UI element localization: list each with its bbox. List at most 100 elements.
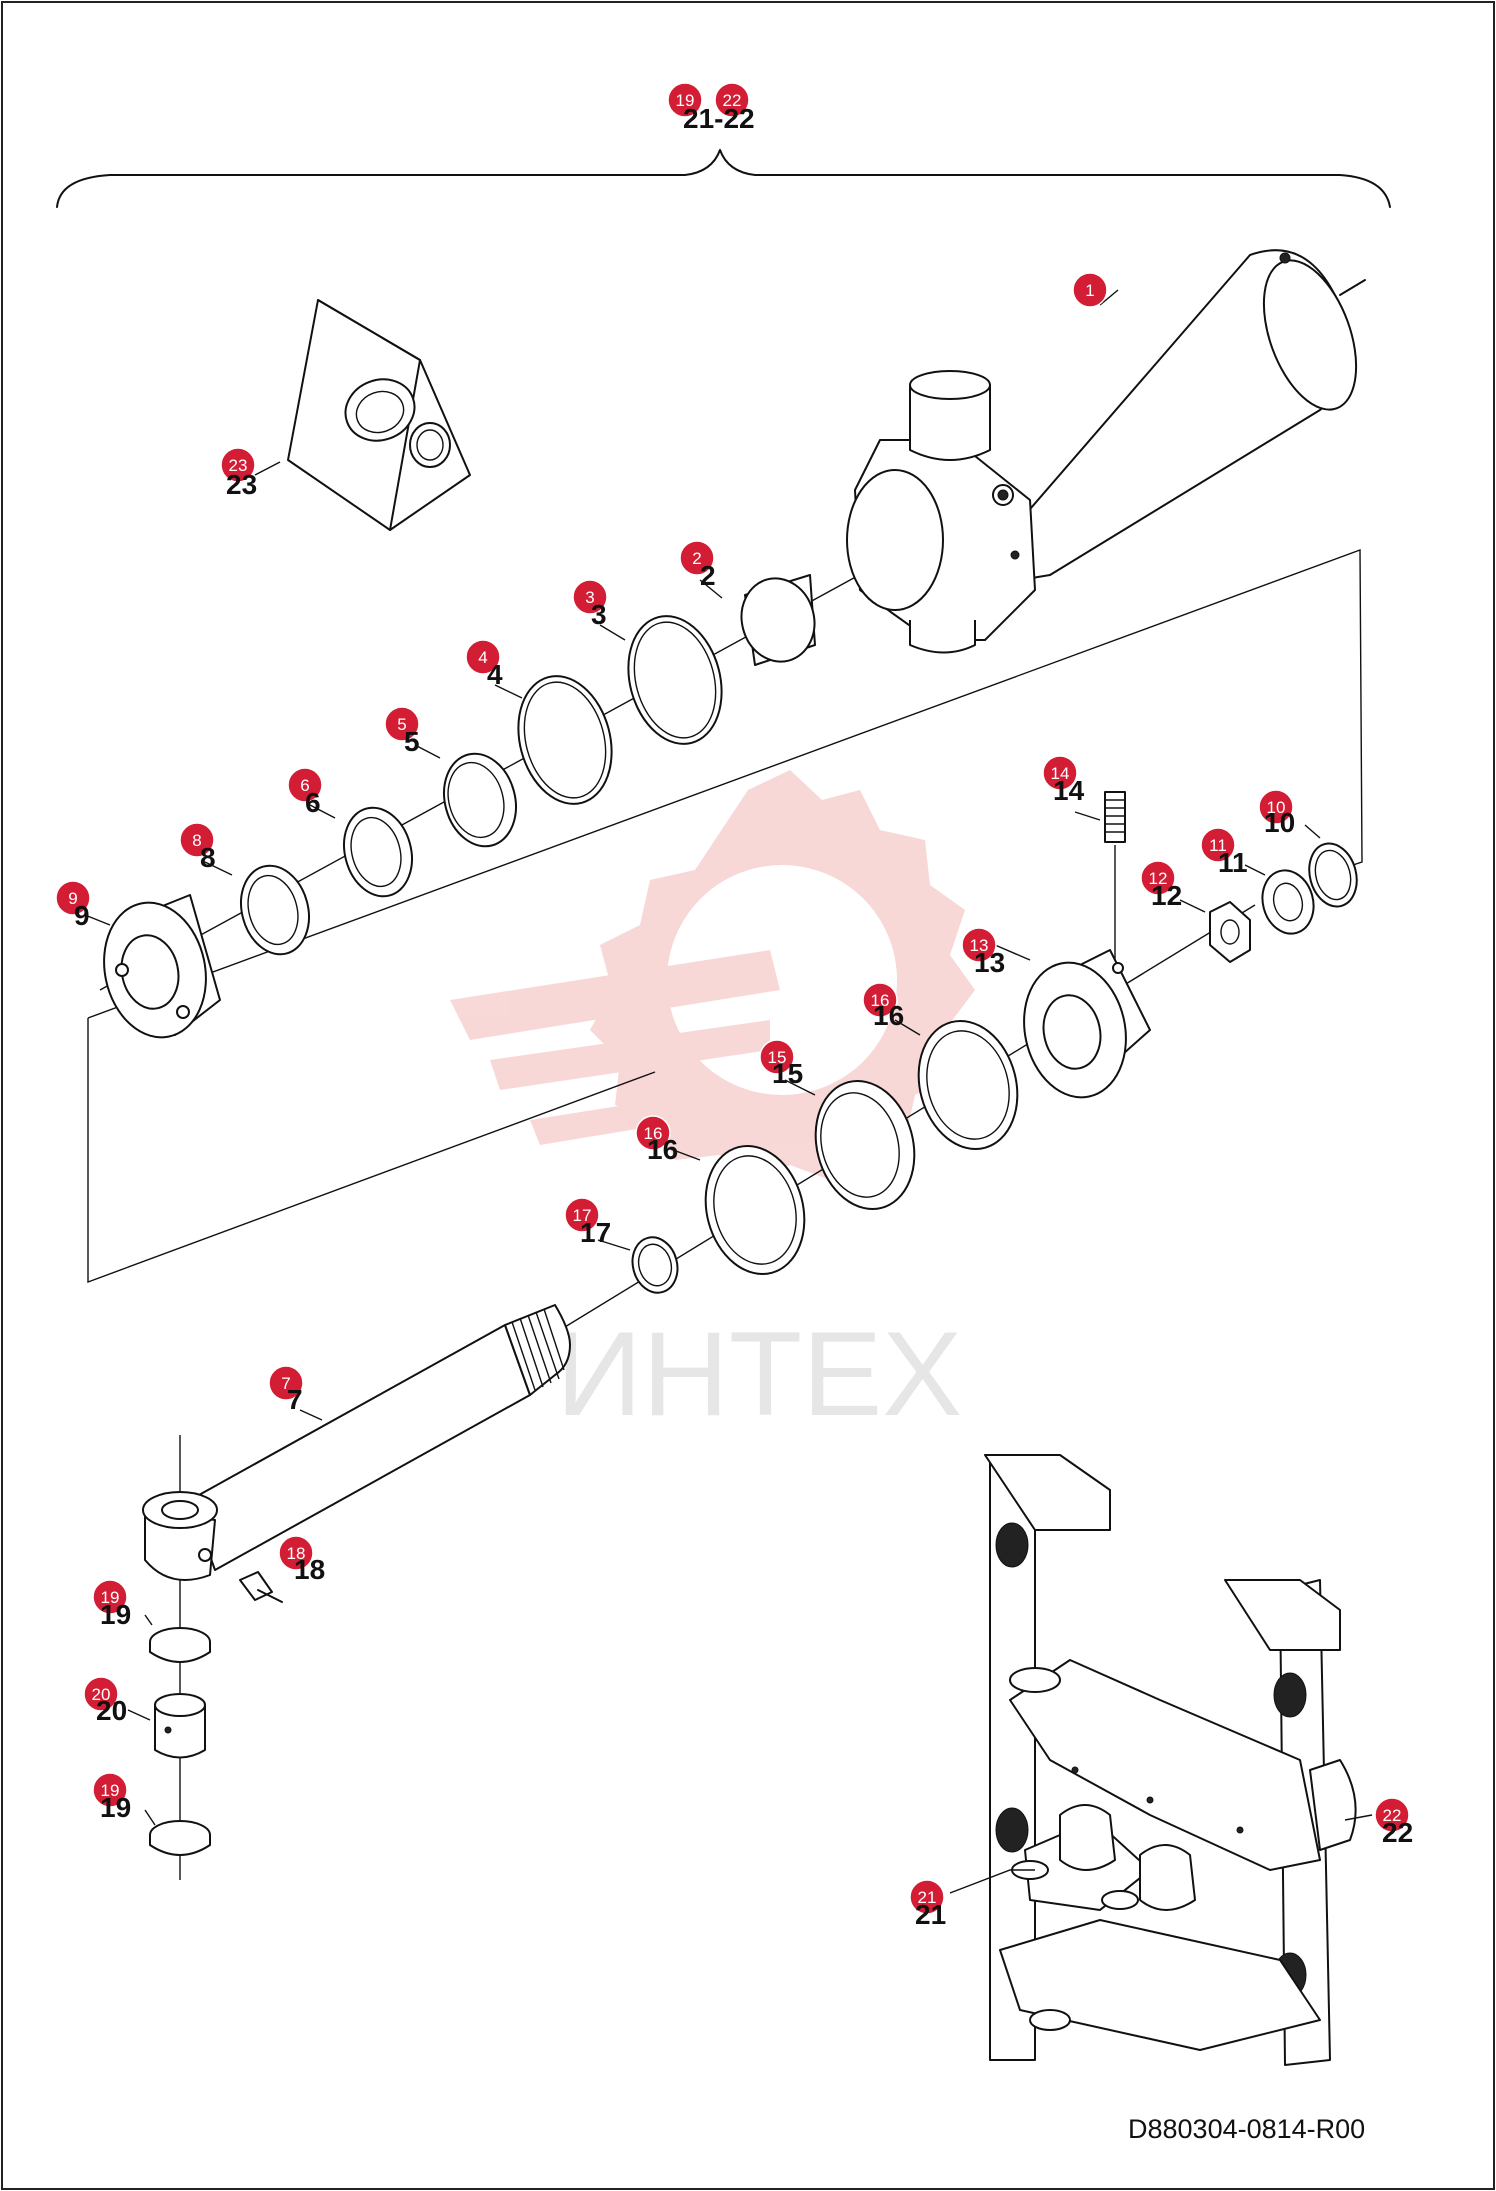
intex-watermark: ИНТЕХ bbox=[450, 770, 975, 1441]
svg-text:4: 4 bbox=[478, 648, 487, 667]
callout-badge[interactable]: 19 bbox=[667, 82, 703, 118]
callout-badge[interactable]: 2 bbox=[679, 540, 715, 576]
part-23-seal-kit-box bbox=[287, 299, 471, 531]
group-outline bbox=[87, 548, 1363, 1284]
part-number-5: 5 bbox=[404, 726, 420, 757]
callout-badge[interactable]: 6 bbox=[287, 767, 323, 803]
svg-text:13: 13 bbox=[970, 936, 989, 955]
callout-badge[interactable]: 19 bbox=[92, 1579, 128, 1615]
part-10-retaining-ring bbox=[1308, 842, 1358, 908]
part-15-piston-seal bbox=[814, 1079, 916, 1211]
part-number-16-lower: 16 bbox=[647, 1134, 678, 1165]
part-number-10: 10 bbox=[1264, 807, 1295, 838]
part-18-grease-fitting bbox=[239, 1571, 283, 1603]
printed-part-numbers: 21-22 23 2 3 4 5 6 8 9 14 10 11 12 13 16… bbox=[74, 103, 1413, 1930]
part-number-7: 7 bbox=[287, 1384, 303, 1415]
part-number-13: 13 bbox=[974, 947, 1005, 978]
callout-badge[interactable]: 13 bbox=[961, 927, 997, 963]
part-number-16-upper: 16 bbox=[873, 1000, 904, 1031]
svg-text:6: 6 bbox=[300, 776, 309, 795]
part-number-19-lower: 19 bbox=[100, 1792, 131, 1823]
svg-text:14: 14 bbox=[1051, 764, 1070, 783]
part-19-ring-lower bbox=[149, 1820, 211, 1856]
callout-badge[interactable]: 17 bbox=[564, 1197, 600, 1233]
part-12-nut bbox=[1209, 901, 1251, 963]
svg-text:12: 12 bbox=[1149, 869, 1168, 888]
part-19-ring-upper bbox=[149, 1627, 211, 1663]
svg-text:21: 21 bbox=[918, 1888, 937, 1907]
callout-badges: 19 22 1 23 2 3 4 5 6 8 9 14 10 11 12 13 … bbox=[55, 82, 1410, 1915]
assembly-brace bbox=[56, 149, 1391, 208]
part-16-wear-ring-lower bbox=[704, 1144, 806, 1276]
part-number-6: 6 bbox=[305, 787, 321, 818]
callout-badge[interactable]: 8 bbox=[179, 822, 215, 858]
part-number-14: 14 bbox=[1053, 775, 1085, 806]
callout-badge[interactable]: 16 bbox=[635, 1115, 671, 1151]
part-13-piston bbox=[1023, 949, 1151, 1099]
callout-badge[interactable]: 20 bbox=[83, 1676, 119, 1712]
callout-badge[interactable]: 14 bbox=[1042, 755, 1078, 791]
part-number-15: 15 bbox=[772, 1058, 803, 1089]
svg-text:9: 9 bbox=[68, 889, 77, 908]
svg-text:22: 22 bbox=[1383, 1806, 1402, 1825]
svg-text:19: 19 bbox=[101, 1588, 120, 1607]
part-7-piston-rod bbox=[142, 1304, 571, 1581]
callout-badge[interactable]: 18 bbox=[278, 1535, 314, 1571]
callout-badge[interactable]: 3 bbox=[572, 579, 608, 615]
callout-badge[interactable]: 15 bbox=[759, 1039, 795, 1075]
part-2-bushing bbox=[740, 574, 816, 666]
part-9-gland bbox=[103, 894, 221, 1039]
svg-text:8: 8 bbox=[192, 831, 201, 850]
callout-badge[interactable]: 1 bbox=[1072, 272, 1108, 308]
callout-badge[interactable]: 10 bbox=[1258, 789, 1294, 825]
callout-badge[interactable]: 9 bbox=[55, 880, 91, 916]
part-11-washer bbox=[1261, 869, 1315, 935]
part-number-9: 9 bbox=[74, 900, 90, 931]
drawing-code: D880304-0814-R00 bbox=[1128, 2114, 1365, 2144]
svg-text:19: 19 bbox=[101, 1781, 120, 1800]
svg-text:11: 11 bbox=[1209, 836, 1227, 855]
mounted-assembly-illustration bbox=[984, 1454, 1357, 2066]
part-number-2: 2 bbox=[700, 560, 716, 591]
part-number-18: 18 bbox=[294, 1554, 325, 1585]
part-number-19-upper: 19 bbox=[100, 1599, 131, 1630]
svg-text:1: 1 bbox=[1085, 281, 1094, 300]
callout-badge[interactable]: 23 bbox=[220, 447, 256, 483]
gear-watermark-icon bbox=[450, 770, 975, 1190]
part-14-set-screw bbox=[1104, 791, 1126, 843]
callout-badge[interactable]: 16 bbox=[862, 982, 898, 1018]
part-17-rod-seal bbox=[631, 1236, 679, 1294]
callout-badge[interactable]: 22 bbox=[1374, 1797, 1410, 1833]
part-8-ring bbox=[240, 864, 310, 956]
callout-badge[interactable]: 21 bbox=[909, 1879, 945, 1915]
callout-badge[interactable]: 4 bbox=[465, 639, 501, 675]
callout-badge[interactable]: 7 bbox=[268, 1365, 304, 1401]
part-number-8: 8 bbox=[200, 842, 216, 873]
assembly-number: 21-22 bbox=[683, 103, 755, 134]
svg-text:19: 19 bbox=[676, 91, 695, 110]
svg-text:18: 18 bbox=[287, 1544, 306, 1563]
part-5-seal bbox=[443, 752, 517, 848]
svg-text:20: 20 bbox=[92, 1685, 111, 1704]
svg-text:16: 16 bbox=[871, 991, 890, 1010]
part-number-20: 20 bbox=[96, 1695, 127, 1726]
svg-text:17: 17 bbox=[573, 1206, 592, 1225]
callout-badge[interactable]: 12 bbox=[1140, 860, 1176, 896]
part-20-bushing bbox=[154, 1693, 206, 1759]
svg-text:2: 2 bbox=[692, 549, 701, 568]
part-number-11: 11 bbox=[1218, 847, 1248, 878]
callout-badge[interactable]: 5 bbox=[384, 706, 420, 742]
svg-text:22: 22 bbox=[723, 91, 742, 110]
part-number-17: 17 bbox=[580, 1217, 611, 1248]
svg-text:15: 15 bbox=[768, 1048, 787, 1067]
part-number-4: 4 bbox=[487, 659, 503, 690]
part-number-21: 21 bbox=[915, 1899, 946, 1930]
svg-text:10: 10 bbox=[1267, 798, 1286, 817]
callout-badge[interactable]: 11 bbox=[1200, 827, 1236, 863]
part-number-3: 3 bbox=[591, 599, 607, 630]
callout-badge[interactable]: 22 bbox=[714, 82, 750, 118]
callout-badge[interactable]: 19 bbox=[92, 1772, 128, 1808]
